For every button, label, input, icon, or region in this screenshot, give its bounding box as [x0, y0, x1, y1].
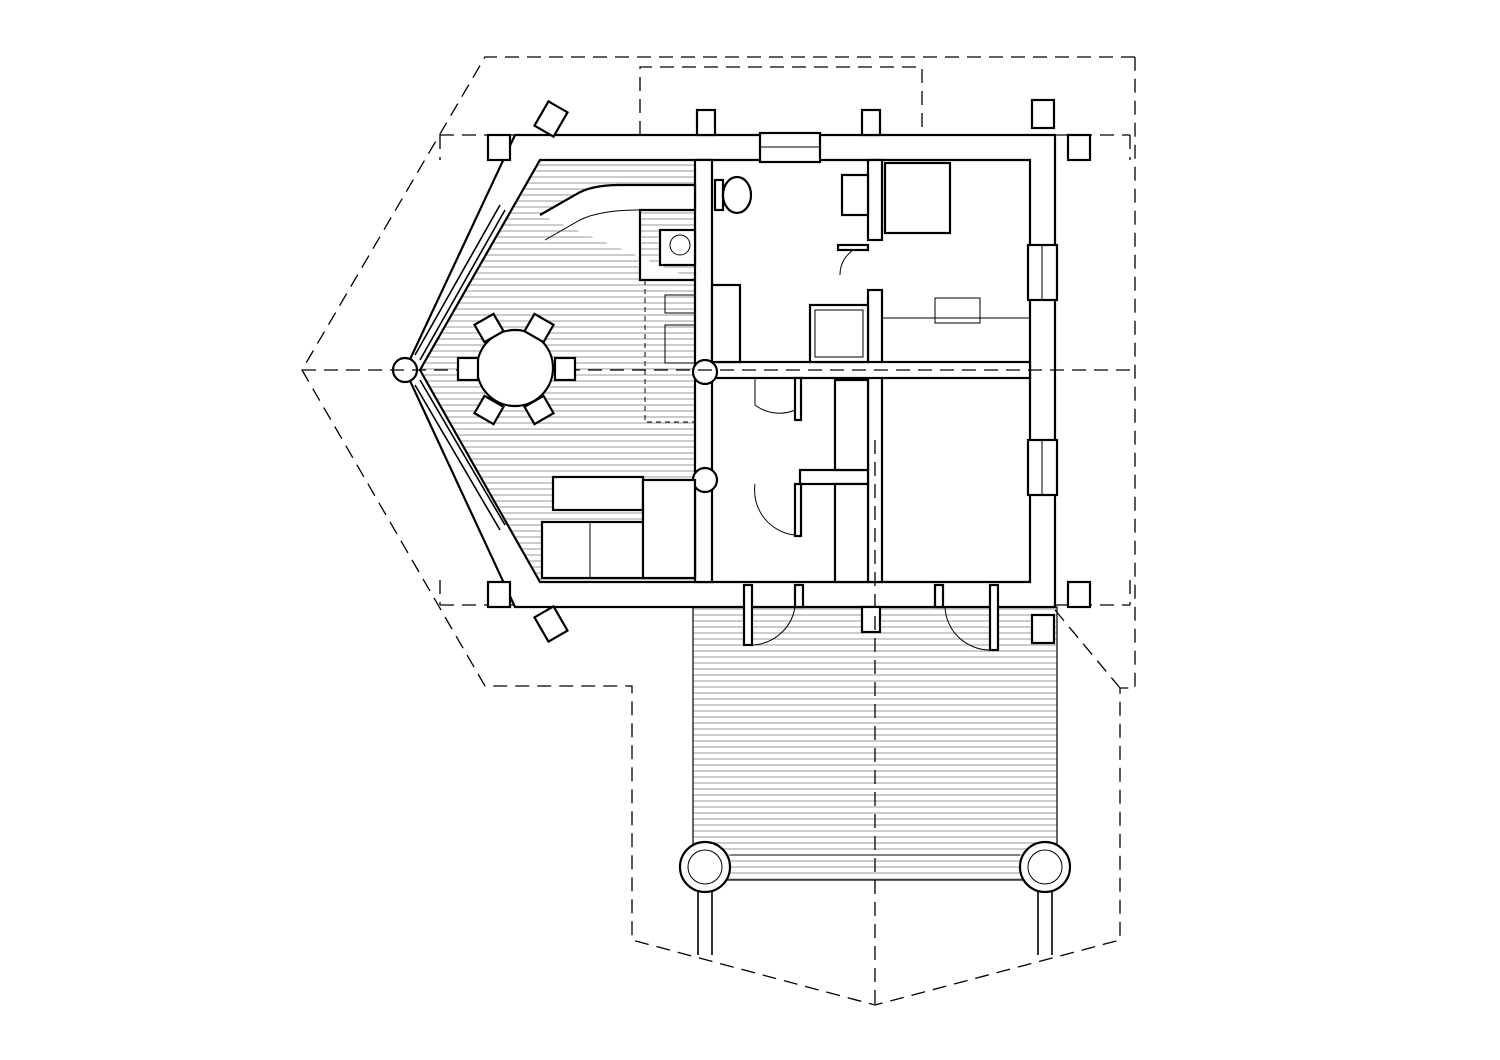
- windows: [414, 131, 1059, 531]
- doors: [742, 243, 1000, 652]
- sauna-fixtures: [881, 161, 1031, 363]
- bathroom-fixtures: [710, 173, 870, 584]
- log-corners: [486, 98, 1092, 645]
- dining-set: [456, 312, 577, 426]
- terrace-floor: [692, 606, 1058, 881]
- staircase: [539, 183, 697, 423]
- sofa: [540, 475, 697, 580]
